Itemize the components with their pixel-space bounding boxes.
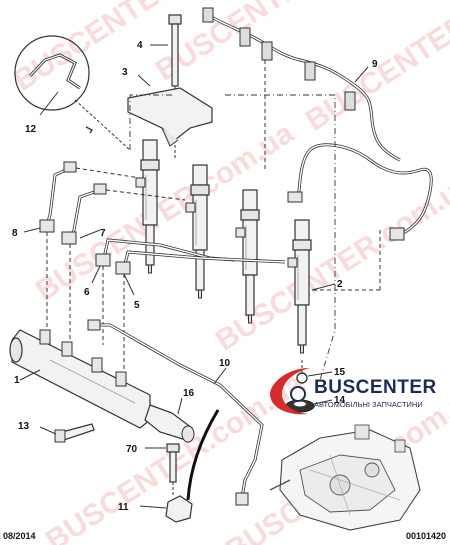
wiring-harness-9 <box>202 7 401 170</box>
callout-5: 5 <box>134 300 140 311</box>
callout-70: 70 <box>126 444 138 455</box>
date-code: 08/2014 <box>3 531 36 541</box>
pressure-sensor-16 <box>144 397 195 443</box>
callout-14: 14 <box>334 395 346 406</box>
high-pressure-pump <box>269 424 421 531</box>
callout-7: 7 <box>100 228 106 239</box>
callouts: 1 2 3 4 5 6 7 8 9 10 11 12 13 14 15 16 7… <box>12 40 378 513</box>
dashed-guides <box>129 94 336 381</box>
spring-clip-12 <box>14 35 131 151</box>
fuel-rail-1 <box>9 329 151 429</box>
washer-15 <box>296 360 333 384</box>
return-pipe <box>287 143 433 291</box>
callout-2: 2 <box>337 279 343 290</box>
bracket-11 <box>139 495 193 523</box>
injector <box>185 164 210 299</box>
callout-6: 6 <box>84 287 90 298</box>
injector-pipe-7 <box>61 183 186 340</box>
callout-10: 10 <box>219 358 231 369</box>
callout-11: 11 <box>118 502 129 513</box>
logo-tagline: АВТОМОБІЛЬНІ ЗАПЧАСТИНИ <box>314 400 423 409</box>
callout-3: 3 <box>122 67 128 78</box>
callout-16: 16 <box>183 388 195 399</box>
bolt-13 <box>39 423 95 443</box>
injector <box>235 189 260 324</box>
callout-15: 15 <box>334 367 346 378</box>
callout-12: 12 <box>25 124 37 135</box>
reference-code: 00101420 <box>405 531 446 541</box>
logo-brand-text: BUSCENTER <box>314 377 437 398</box>
bolt-70 <box>145 443 180 495</box>
high-pressure-pipe-10 <box>87 319 264 506</box>
callout-4: 4 <box>137 40 143 51</box>
callout-9: 9 <box>372 59 378 70</box>
callout-13: 13 <box>18 421 30 432</box>
clamp-3 <box>127 74 213 160</box>
buscenter-logo <box>270 368 310 415</box>
callout-1: 1 <box>14 375 20 386</box>
injector-pipe-8 <box>23 161 141 330</box>
callout-8: 8 <box>12 228 18 239</box>
injector-pipe-5 <box>115 250 286 380</box>
injector-2 <box>287 219 312 354</box>
